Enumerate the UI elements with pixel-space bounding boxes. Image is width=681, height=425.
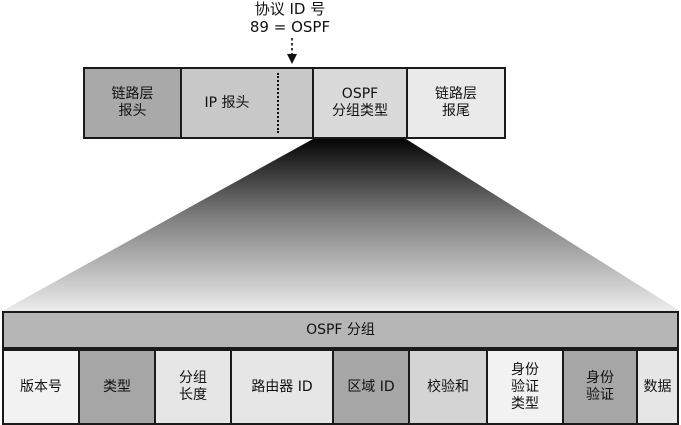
- field-authentication: 身份 验证: [562, 349, 638, 425]
- ospf-packet-type-label: OSPF 分组类型: [332, 86, 388, 119]
- field-checksum: 校验和: [408, 349, 488, 425]
- protocol-id-label: 协议 ID 号: [254, 0, 326, 18]
- field-type-label: 类型: [103, 378, 131, 395]
- ip-header-divider: [277, 73, 279, 133]
- field-packet-length: 分组 长度: [154, 349, 232, 425]
- ospf-packet-type: OSPF 分组类型: [312, 67, 408, 139]
- link-layer-trailer: 链路层 报尾: [406, 67, 506, 139]
- field-version: 版本号: [2, 349, 80, 425]
- field-type: 类型: [78, 349, 156, 425]
- field-auth-type: 身份 验证 类型: [486, 349, 564, 425]
- annotation-arrowhead: [287, 54, 297, 64]
- field-version-label: 版本号: [20, 378, 62, 395]
- field-packet-length-label: 分组 长度: [179, 370, 207, 403]
- ip-header-label: IP 报头: [204, 94, 250, 111]
- funnel-shape: [2, 139, 680, 311]
- link-layer-header: 链路层 报头: [83, 67, 182, 139]
- field-auth-type-label: 身份 验证 类型: [511, 361, 539, 412]
- field-router-id-label: 路由器 ID: [251, 378, 313, 395]
- ospf-packet-title: OSPF 分组: [2, 311, 679, 349]
- field-area-id-label: 区域 ID: [347, 378, 395, 395]
- field-area-id: 区域 ID: [332, 349, 410, 425]
- field-data: 数据: [636, 349, 679, 425]
- protocol-id-value: 89 = OSPF: [249, 18, 331, 36]
- ospf-packet-title-label: OSPF 分组: [306, 321, 375, 338]
- ip-header: IP 报头: [180, 67, 314, 139]
- protocol-id-annotation: 协议 ID 号 89 = OSPF: [220, 0, 360, 36]
- link-layer-header-label: 链路层 报头: [111, 86, 154, 119]
- field-data-label: 数据: [643, 378, 672, 395]
- link-layer-trailer-label: 链路层 报尾: [435, 86, 477, 119]
- field-checksum-label: 校验和: [427, 378, 469, 395]
- field-router-id: 路由器 ID: [230, 349, 334, 425]
- field-authentication-label: 身份 验证: [586, 370, 614, 403]
